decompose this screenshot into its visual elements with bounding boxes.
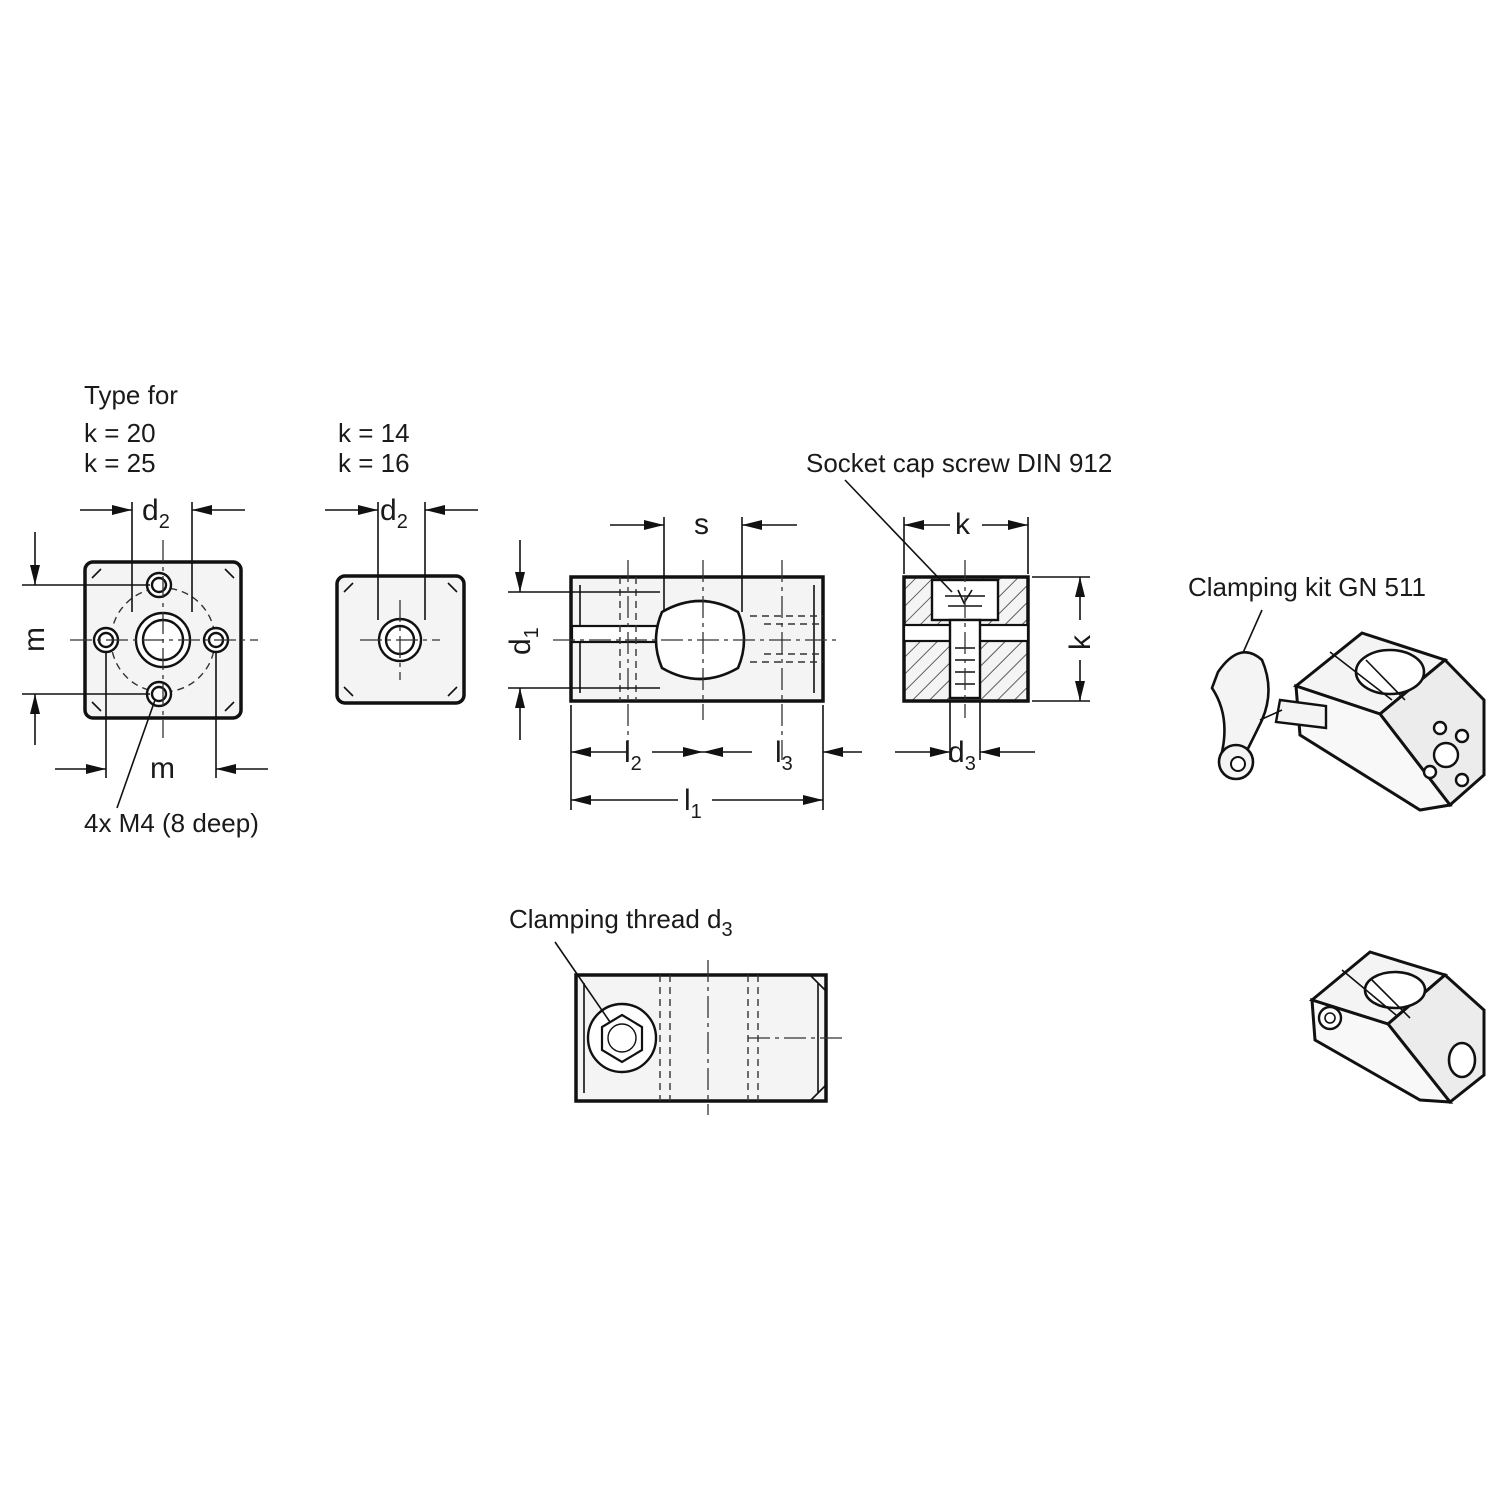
dim-k-top: k bbox=[955, 508, 971, 541]
face-view-small: d2 bbox=[325, 494, 478, 705]
clamping-thread-label: Clamping thread d3 bbox=[509, 904, 733, 941]
dim-d1: d1 bbox=[504, 627, 543, 655]
dim-m-vertical: m bbox=[18, 627, 51, 652]
type-for-block: Type for k = 20 k = 25 k = 14 k = 16 bbox=[84, 380, 410, 478]
dim-d2-small: d2 bbox=[380, 494, 408, 533]
iso-clamping-kit: Clamping kit GN 511 bbox=[1188, 572, 1486, 812]
k25-label: k = 25 bbox=[84, 448, 156, 478]
k16-label: k = 16 bbox=[338, 448, 410, 478]
dim-s: s bbox=[694, 508, 709, 541]
face-view-large: d2 m m 4x M4 (8 deep) bbox=[18, 494, 268, 838]
dim-d3: d3 bbox=[948, 736, 976, 775]
dim-k-right: k bbox=[1064, 634, 1097, 650]
clamping-kit-label: Clamping kit GN 511 bbox=[1188, 572, 1426, 602]
dim-l2: l2 bbox=[624, 736, 642, 775]
iso-clamp-block bbox=[1308, 950, 1486, 1105]
dim-d2-large: d2 bbox=[142, 494, 170, 533]
k14-label: k = 14 bbox=[338, 418, 410, 448]
holes-note: 4x M4 (8 deep) bbox=[84, 808, 259, 838]
side-view: s d1 l2 l3 l1 bbox=[504, 508, 862, 823]
section-view: k k d3 Socket cap screw DIN 912 bbox=[806, 448, 1112, 775]
bottom-view: Clamping thread d3 bbox=[509, 904, 845, 1115]
k20-label: k = 20 bbox=[84, 418, 156, 448]
dim-m-horizontal: m bbox=[150, 752, 175, 785]
socket-screw-label: Socket cap screw DIN 912 bbox=[806, 448, 1112, 478]
dim-l3: l3 bbox=[775, 736, 793, 775]
type-for-label: Type for bbox=[84, 380, 178, 410]
dim-l1: l1 bbox=[684, 784, 702, 823]
